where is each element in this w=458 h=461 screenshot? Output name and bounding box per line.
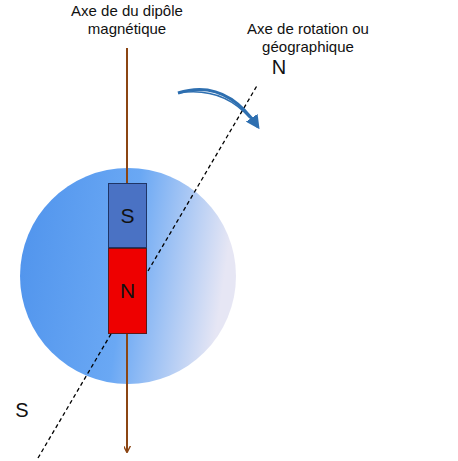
magnet-south-pole: S (108, 183, 147, 248)
rotation-arrow-shade (178, 92, 250, 118)
pole-letter: N (120, 279, 135, 302)
axis-label: Axe de du dipôle magnétique (57, 2, 197, 38)
pole-letter: N (264, 55, 294, 79)
magnet-north-pole: N (108, 248, 147, 334)
rotation-arrow (178, 89, 258, 127)
pole-letter: S (7, 398, 37, 422)
rotation-axis (38, 84, 258, 458)
pole-letter: S (120, 204, 134, 227)
axis-label: Axe de rotation ou géographique (238, 20, 378, 56)
